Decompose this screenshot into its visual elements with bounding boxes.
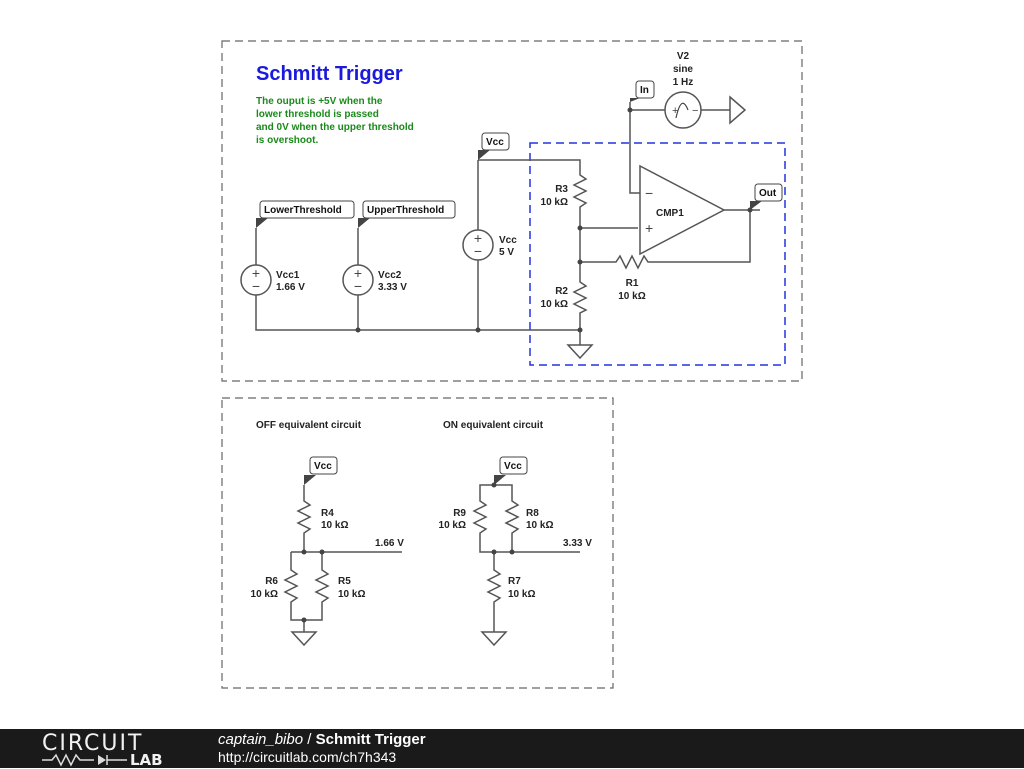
r4-value: 10 kΩ	[321, 520, 348, 531]
r8-value: 10 kΩ	[526, 520, 553, 531]
r4-name: R4	[321, 508, 334, 519]
off-vcc-tag: Vcc	[304, 456, 338, 485]
logo-text-top: CIRCUIT	[42, 731, 144, 756]
r1-value: 10 kΩ	[618, 291, 645, 302]
r7-value: 10 kΩ	[508, 589, 535, 600]
v2-type: sine	[673, 64, 693, 75]
off-ground-symbol	[290, 631, 318, 647]
author-name[interactable]: captain_bibo	[218, 731, 304, 748]
vcc-main-name: Vcc	[499, 235, 517, 246]
upper-threshold-tag: UpperThreshold	[358, 200, 456, 228]
upper-threshold-label: UpperThreshold	[367, 205, 444, 216]
r8-name: R8	[526, 508, 539, 519]
svg-text:+: +	[354, 265, 362, 281]
footer-circuit-title: Schmitt Trigger	[315, 731, 426, 748]
footer-title-line: captain_bibo / Schmitt Trigger	[218, 731, 426, 748]
svg-text:−: −	[645, 185, 653, 201]
svg-text:−: −	[692, 105, 698, 117]
r8-resistor	[504, 497, 520, 538]
svg-text:−: −	[354, 278, 362, 294]
on-circuit-dots	[491, 482, 515, 555]
in-label: In	[640, 85, 649, 96]
v2-reference-symbol	[729, 95, 747, 125]
r1-resistor	[612, 254, 652, 270]
junction-dots	[355, 107, 753, 333]
vcc1-name: Vcc1	[276, 270, 300, 281]
schematic-canvas: Schmitt Trigger The ouput is +5V when th…	[221, 40, 803, 689]
title-separator: /	[303, 731, 316, 748]
off-vcc-label: Vcc	[314, 461, 332, 472]
comparator-symbol: − +	[639, 164, 726, 256]
r5-name: R5	[338, 576, 351, 587]
on-output-voltage: 3.33 V	[563, 538, 592, 549]
vcc-tag-main-label: Vcc	[486, 137, 504, 148]
svg-text:+: +	[645, 220, 653, 236]
logo-text-bottom: LAB	[130, 751, 163, 769]
off-equivalent-title: OFF equivalent circuit	[256, 420, 362, 431]
r7-name: R7	[508, 576, 521, 587]
svg-text:+: +	[672, 105, 678, 117]
out-tag: Out	[750, 183, 783, 210]
description-line-1: The ouput is +5V when the	[256, 96, 383, 107]
circuit-url[interactable]: http://circuitlab.com/ch7h343	[218, 749, 397, 765]
r1-name: R1	[626, 278, 639, 289]
r3-value: 10 kΩ	[541, 197, 568, 208]
vcc2-value: 3.33 V	[378, 282, 407, 293]
equivalent-circuits-border	[221, 397, 614, 689]
vcc-main-source: + −	[462, 229, 494, 261]
r5-value: 10 kΩ	[338, 589, 365, 600]
r7-resistor	[486, 565, 502, 608]
vcc1-source: + −	[240, 264, 272, 296]
vcc-tag-main: Vcc	[478, 132, 510, 160]
r6-resistor	[283, 565, 299, 608]
in-tag: In	[630, 80, 655, 102]
r2-resistor	[572, 278, 588, 315]
on-equivalent-title: ON equivalent circuit	[443, 420, 544, 431]
off-circuit-dots	[301, 549, 325, 623]
r2-value: 10 kΩ	[541, 299, 568, 310]
logo-resistor-diode-icon	[42, 753, 127, 767]
r5-resistor	[314, 565, 330, 608]
lower-threshold-label: LowerThreshold	[264, 205, 342, 216]
vcc1-value: 1.66 V	[276, 282, 305, 293]
lower-threshold-tag: LowerThreshold	[256, 200, 355, 228]
footer-bar: CIRCUIT LAB captain_bibo / Schmitt Trigg…	[0, 729, 1024, 769]
off-output-voltage: 1.66 V	[375, 538, 404, 549]
r6-value: 10 kΩ	[251, 589, 278, 600]
svg-text:−: −	[252, 278, 260, 294]
r9-value: 10 kΩ	[439, 520, 466, 531]
r3-resistor	[572, 170, 588, 212]
on-ground-symbol	[480, 631, 508, 647]
main-circuit-border	[221, 40, 803, 382]
description-line-3: and 0V when the upper threshold	[256, 122, 414, 133]
r4-resistor	[296, 497, 312, 538]
svg-text:+: +	[252, 265, 260, 281]
vcc2-name: Vcc2	[378, 270, 402, 281]
v2-name: V2	[677, 51, 690, 62]
r6-name: R6	[265, 576, 278, 587]
r2-name: R2	[555, 286, 568, 297]
main-wires	[255, 102, 760, 345]
v2-sine-source: + −	[664, 91, 702, 129]
svg-text:+: +	[474, 230, 482, 246]
vcc-main-value: 5 V	[499, 247, 514, 258]
description-line-4: is overshoot.	[256, 135, 318, 146]
on-vcc-tag: Vcc	[494, 456, 528, 485]
circuit-description: The ouput is +5V when the lower threshol…	[256, 96, 414, 146]
r3-name: R3	[555, 184, 568, 195]
r9-name: R9	[453, 508, 466, 519]
circuitlab-logo[interactable]: CIRCUIT LAB	[42, 731, 182, 769]
off-circuit-wires	[290, 485, 402, 632]
svg-text:−: −	[474, 243, 482, 259]
v2-freq: 1 Hz	[673, 77, 694, 88]
out-label: Out	[759, 188, 777, 199]
description-line-2: lower threshold is passed	[256, 109, 379, 120]
ground-symbol-main	[566, 344, 594, 360]
circuit-title: Schmitt Trigger	[256, 63, 403, 85]
vcc2-source: + −	[342, 264, 374, 296]
comparator-highlight-box	[529, 142, 786, 366]
on-vcc-label: Vcc	[504, 461, 522, 472]
r9-resistor	[472, 497, 488, 538]
comparator-name: CMP1	[656, 208, 684, 219]
